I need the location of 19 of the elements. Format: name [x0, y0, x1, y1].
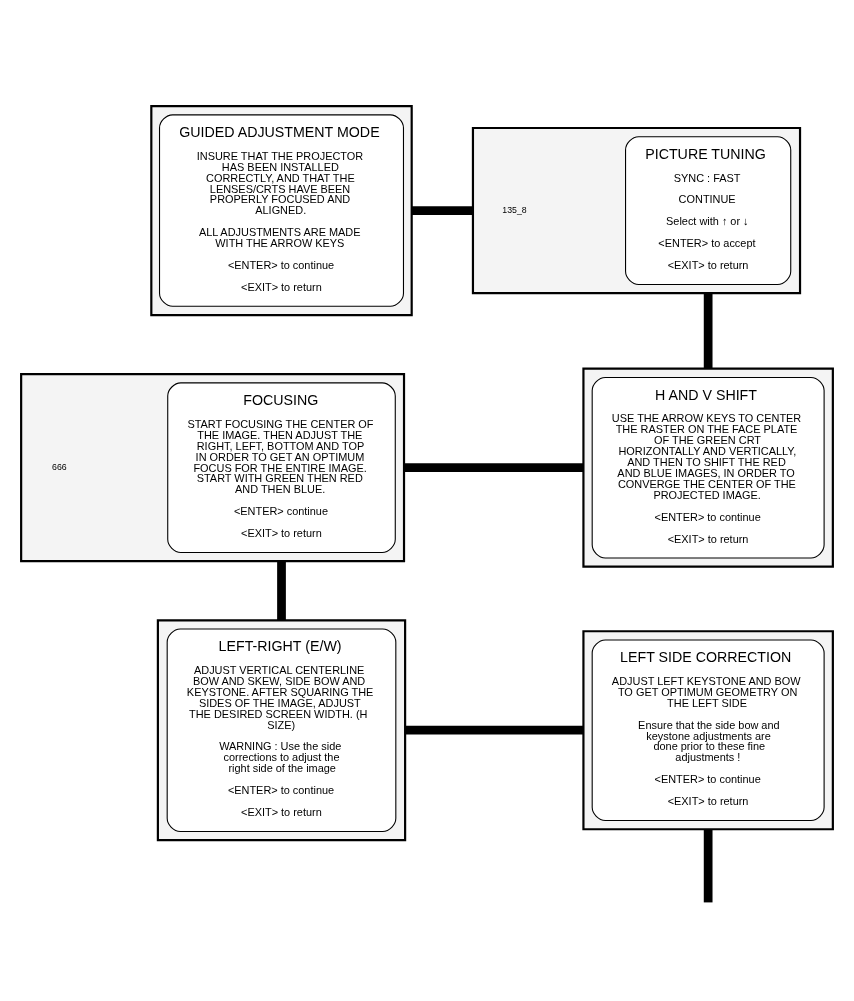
connector	[405, 725, 584, 735]
connector	[703, 293, 713, 369]
node-box: GUIDED ADJUSTMENT MODE INSURE THAT THE PROJECTOR HAS BEEN INSTALLED CORRECTLY, AND THAT THE LENSES/CRTS HAVE BEEN PROPERLY FOCUSED AND ALIGNED. ALL ADJUSTMENTS ARE MADE WITH THE ARROW KEYS <ENTER> to continue <EXIT> to return	[159, 114, 405, 307]
label: 666	[52, 461, 67, 472]
connector	[277, 561, 286, 621]
cluster	[20, 373, 406, 563]
cluster	[582, 630, 834, 831]
connector	[411, 206, 473, 215]
cluster	[156, 619, 407, 842]
connector	[703, 829, 713, 903]
label: 135_8	[502, 204, 527, 215]
cluster	[582, 367, 834, 568]
node-box: H AND V SHIFT USE THE ARROW KEYS TO CENTER THE RASTER ON THE FACE PLATE OF THE GREEN CRT HORIZONTALLY AND VERTICALLY, AND THEN TO SHIFT THE RED AND BLUE IMAGES, IN ORDER TO CONVERGE THE CENTER OF THE PROJECTED IMAGE. <ENTER> to continue <EXIT> to return	[591, 376, 825, 559]
connector	[404, 463, 584, 473]
node-box: LEFT-RIGHT (E/W) ADJUST VERTICAL CENTERLINE BOW AND SKEW, SIDE BOW AND KEYSTONE. AFTER SQUARING THE SIDES OF THE IMAGE, ADJUST THE DESIRED SCREEN WIDTH. (H SIZE) WARNING : Use the side corrections to adjust the right side of the image <ENTER> to continue <EXIT> to return	[166, 628, 397, 832]
cluster	[471, 126, 802, 295]
node-box: PICTURE TUNING SYNC : FAST CONTINUE Select with ↑ or ↓ <ENTER> to accept <EXIT> to return	[625, 136, 792, 285]
node-box: LEFT SIDE CORRECTION ADJUST LEFT KEYSTONE AND BOW TO GET OPTIMUM GEOMETRY ON THE LEFT SIDE Ensure that the side bow and keystone adjustments are done prior to these fine adjustments ! <ENTER> to continue <EXIT> to return	[591, 639, 825, 822]
node-box: FOCUSING START FOCUSING THE CENTER OF THE IMAGE. THEN ADJUST THE RIGHT, LEFT, BOTTOM AND TOP IN ORDER TO GET AN OPTIMUM FOCUS FOR THE ENTIRE IMAGE. START WITH GREEN THEN RED AND THEN BLUE. <ENTER> continue <EXIT> to return	[167, 382, 396, 553]
